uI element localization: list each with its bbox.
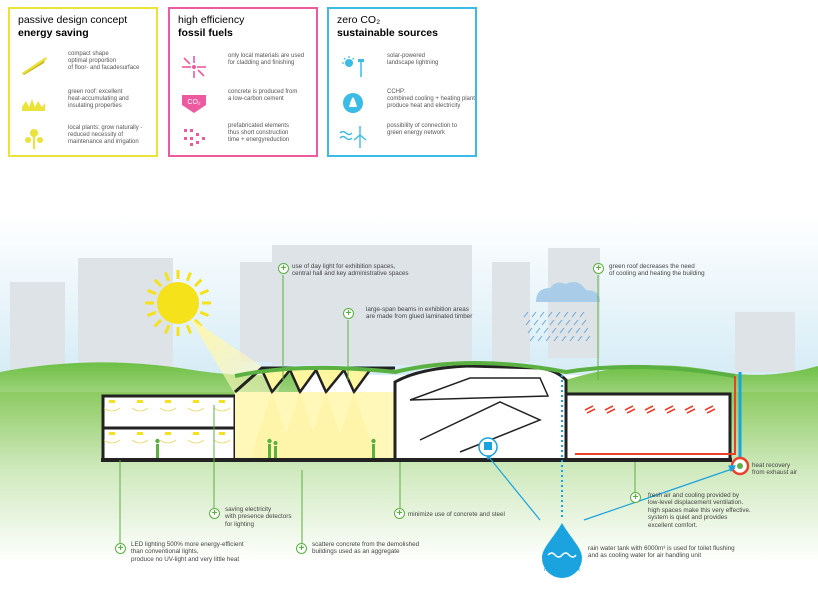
panel-item-text: green roof: excellent heat-accumulating …: [68, 89, 129, 109]
callout-led: LED lighting 500% more energy-efficient …: [131, 541, 244, 563]
plus-icon: +: [593, 263, 604, 274]
callout-heat-recovery: heat recovery from exhaust air: [752, 462, 798, 477]
plus-icon: +: [115, 543, 126, 554]
callout-saving: saving electricity with presence detecto…: [225, 506, 292, 528]
panel-title-line1: high efficiency: [178, 14, 245, 26]
building-section: [101, 361, 736, 462]
callout-leaders: [119, 275, 636, 549]
hill-right: [560, 365, 818, 400]
plant-icon: [25, 129, 43, 149]
callout-daylight: use of day light for exhibition spaces, …: [292, 263, 409, 278]
callout-scattere: scattere concrete from the demolished bu…: [312, 541, 420, 556]
hill-left: [0, 362, 300, 400]
plus-icon: +: [278, 263, 289, 274]
heat-line: [575, 376, 736, 455]
panel-item-text: concrete is produced from a low-carbon c…: [228, 89, 298, 102]
panel-item: CO₂ concrete is produced from a low-carb…: [176, 89, 322, 119]
arrows-inward-icon: [182, 56, 206, 78]
panel-item: green roof: excellent heat-accumulating …: [16, 89, 162, 119]
water-pump-icon: [478, 437, 498, 457]
plus-icon: +: [394, 508, 405, 519]
tank-label: rain water tank: [544, 567, 581, 573]
people-icons: [155, 438, 376, 458]
panel-item-text: solar-powered landscape lightning: [387, 53, 439, 66]
panel-title-line1: passive design concept: [18, 14, 128, 26]
panel-item: possibility of connection to green energ…: [335, 123, 481, 153]
callout-fresh-air: fresh air and cooling provided by low-le…: [648, 492, 751, 529]
city-silhouette: [10, 245, 795, 372]
panel-title-line2: sustainable sources: [337, 27, 438, 39]
green-roof-icon: [22, 99, 45, 111]
panel-title-line2: fossil fuels: [178, 27, 233, 39]
plus-icon: +: [630, 492, 641, 503]
heating-vents: [584, 405, 716, 414]
rain-water-tank-icon: [542, 523, 582, 578]
panel-item-text: possibility of connection to green energ…: [387, 123, 458, 136]
plus-icon: +: [343, 308, 354, 319]
panel-item-text: prefabricated elements thus short constr…: [228, 123, 290, 143]
svg-text:CO₂: CO₂: [187, 99, 201, 106]
cchp-icon: [343, 93, 363, 113]
panel-item: solar-powered landscape lightning: [335, 53, 481, 83]
panel-title: passive design concept energy saving: [18, 14, 127, 40]
panel-item: prefabricated elements thus short constr…: [176, 123, 322, 153]
callout-minimize: minimize use of concrete and steel: [408, 511, 505, 518]
panel-item-text: compact shape optimal proportion of floo…: [68, 51, 140, 71]
callout-green-roof: green roof decreases the need of cooling…: [609, 263, 705, 278]
dot-grid-icon: [184, 129, 205, 146]
panel-title: zero CO₂ sustainable sources: [337, 14, 438, 40]
panel-item-text: CCHP: combined cooling + heating plant p…: [387, 89, 475, 109]
wedge-shape-icon: [22, 57, 47, 75]
panel-item: CCHP: combined cooling + heating plant p…: [335, 89, 481, 119]
panel-item: local plants: grow naturally - reduced n…: [16, 125, 162, 155]
panel-title: high efficiency fossil fuels: [178, 14, 244, 40]
solar-lamp-icon: [342, 56, 364, 77]
panel-item-text: local plants: grow naturally - reduced n…: [68, 125, 143, 145]
plus-icon: +: [209, 508, 220, 519]
panel-title-line1: zero CO₂: [337, 14, 381, 26]
sun-icon: [145, 270, 211, 336]
panel-fossil-fuels: high efficiency fossil fuels only local …: [168, 7, 318, 157]
panel-title-line2: energy saving: [18, 27, 89, 39]
plus-icon: +: [296, 543, 307, 554]
callout-beams: large-span beams in exhibition areas are…: [366, 306, 473, 321]
panel-item: compact shape optimal proportion of floo…: [16, 51, 162, 81]
panel-energy-saving: passive design concept energy saving com…: [8, 7, 158, 157]
co2-arrow-icon: CO₂: [182, 95, 206, 113]
wind-turbine-icon: [339, 126, 367, 148]
callout-rain-tank: rain water tank with 6000m³ is used for …: [588, 545, 735, 560]
rain-cloud-icon: [523, 282, 600, 342]
panel-item: only local materials are used for claddi…: [176, 53, 322, 83]
led-lamps: [103, 400, 231, 444]
panel-sustainable-sources: zero CO₂ sustainable sources solar-power…: [327, 7, 477, 157]
panel-item-text: only local materials are used for claddi…: [228, 53, 305, 66]
